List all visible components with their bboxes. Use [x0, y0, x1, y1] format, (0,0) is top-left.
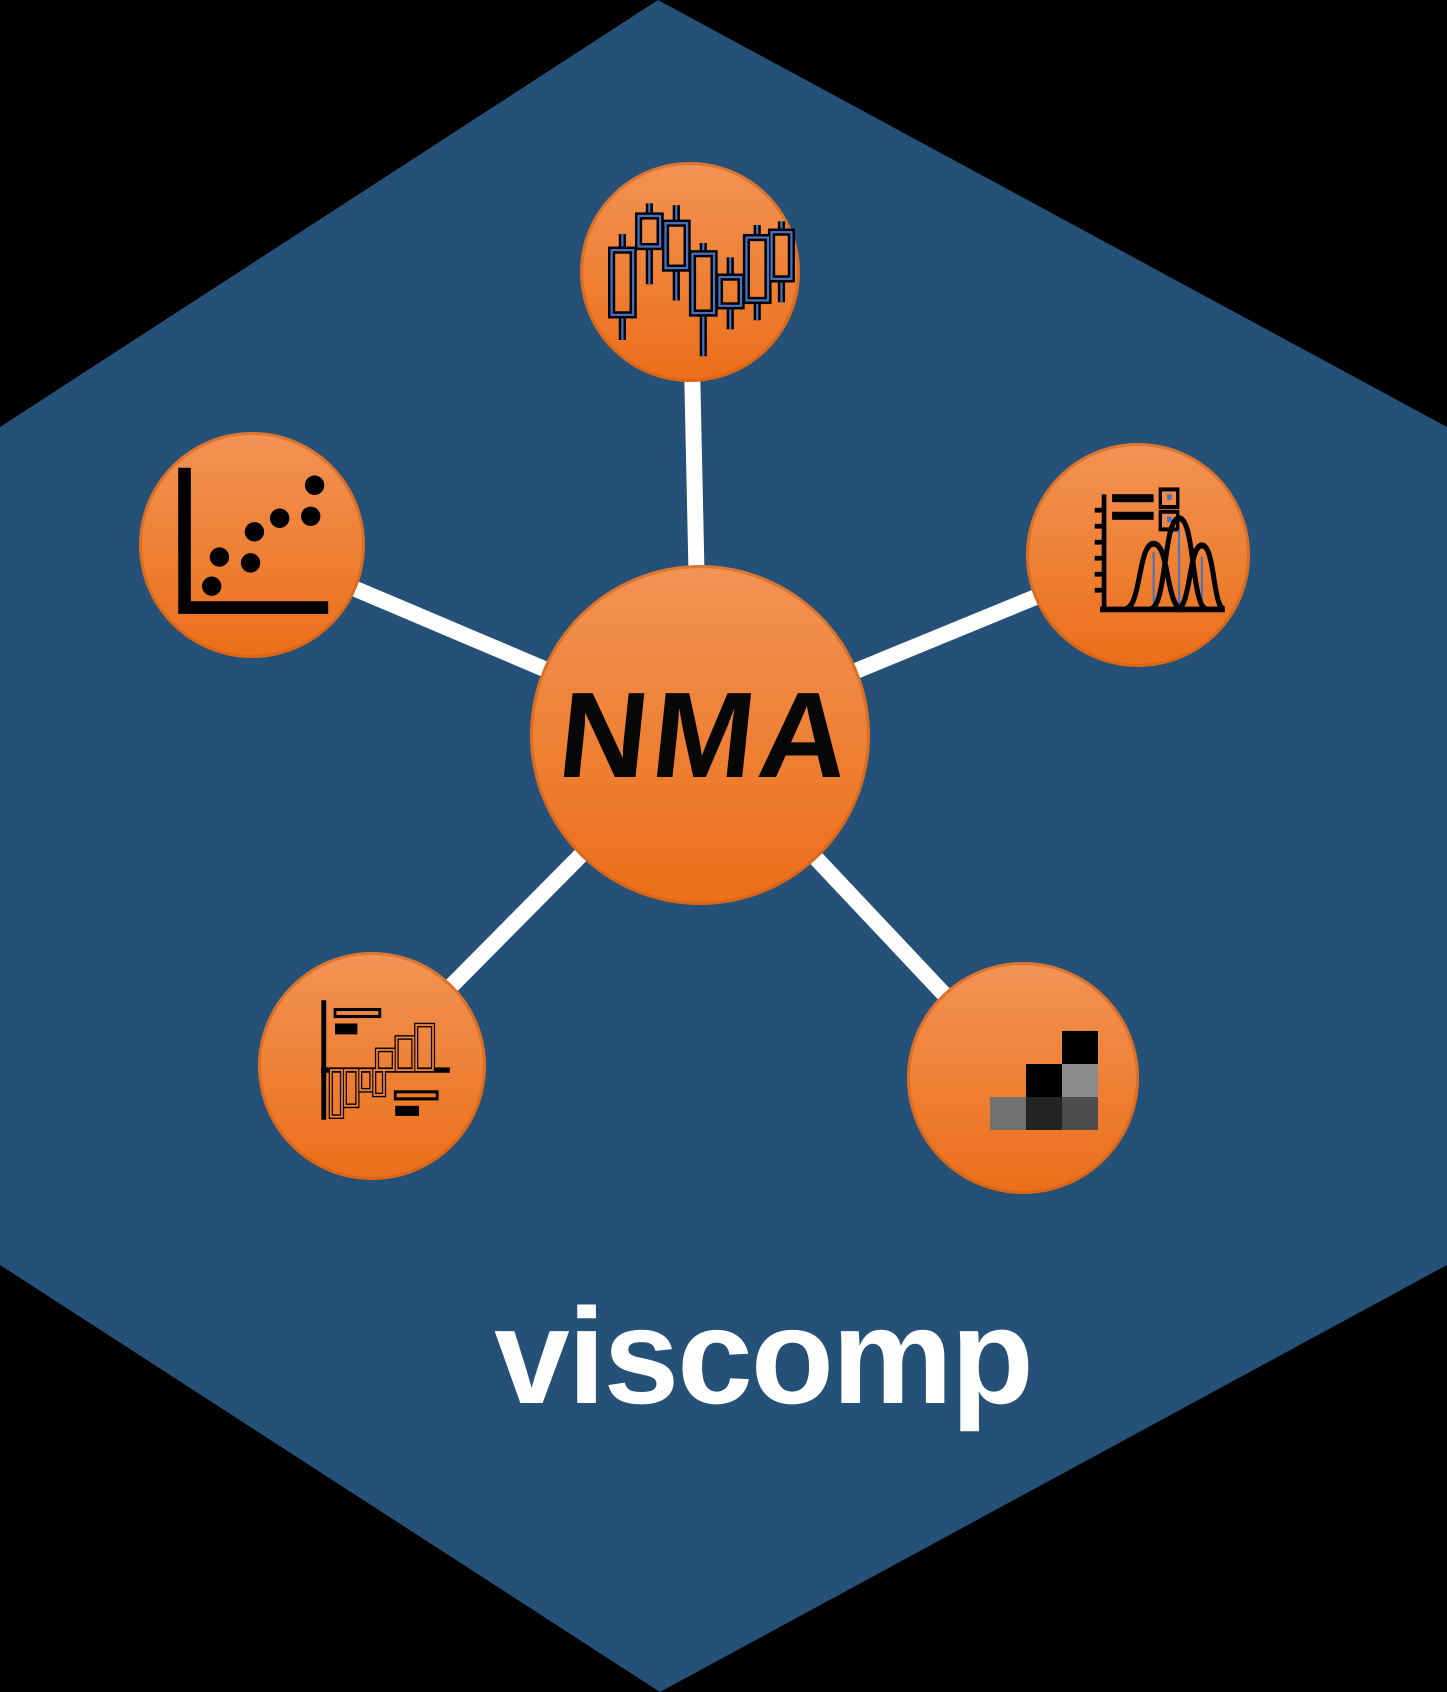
- density-curves: [1123, 515, 1226, 613]
- node-candlestick-chart: [580, 162, 800, 382]
- scatter-points: [202, 475, 325, 596]
- package-name: viscomp: [494, 1280, 1034, 1432]
- bar-legend-bottom: [393, 1090, 439, 1116]
- candle-bodies-blue: [610, 214, 793, 316]
- node-density-plot: [1026, 443, 1250, 667]
- density-plot-icon: [1094, 487, 1226, 613]
- node-heatmap: [907, 962, 1139, 1194]
- candlestick-chart-icon: [608, 203, 795, 357]
- node-diverging-bar-chart: [258, 952, 486, 1180]
- scatter-plot-icon: [178, 467, 329, 614]
- heatmap-icon: [990, 1031, 1098, 1130]
- node-scatter-plot: [139, 432, 365, 658]
- node-center-nma: NMA: [530, 565, 870, 905]
- diverging-bar-chart-icon: [321, 1000, 450, 1120]
- density-blue-guides: [1152, 529, 1203, 607]
- density-axis-ticks: [1094, 507, 1105, 593]
- bar-legend-top: [333, 1007, 382, 1035]
- scatter-axes: [178, 467, 329, 614]
- center-node-label: NMA: [552, 667, 860, 803]
- heatmap-cells: [990, 1031, 1098, 1130]
- density-legend: [1112, 487, 1180, 532]
- bars-inner-line: [329, 1024, 434, 1118]
